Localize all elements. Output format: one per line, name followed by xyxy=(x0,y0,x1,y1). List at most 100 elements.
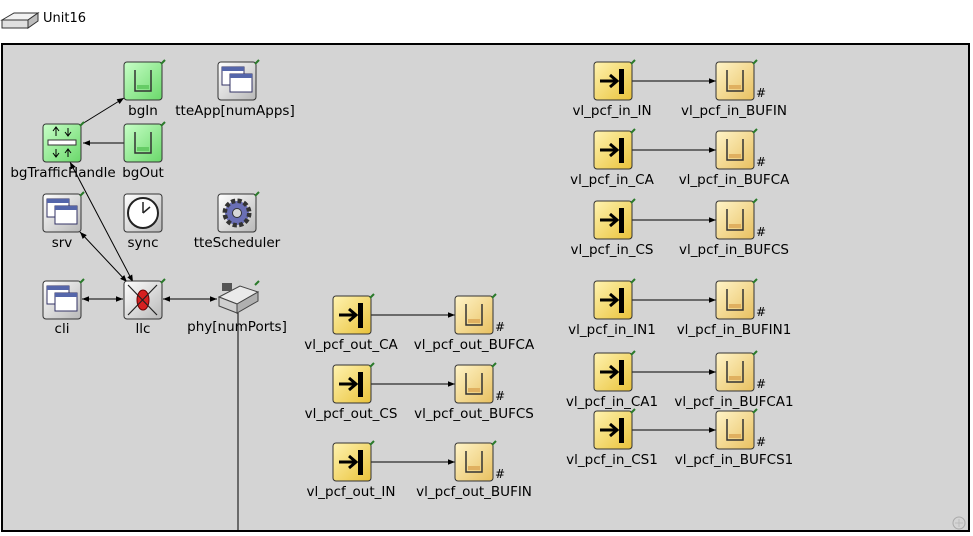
buffer-icon xyxy=(715,130,755,170)
vector-marker: # xyxy=(756,377,766,391)
node-vl_pcf_out_BUFIN[interactable]: # vl_pcf_out_BUFIN xyxy=(416,442,532,500)
gear-icon xyxy=(217,193,257,233)
node-label: vl_pcf_in_BUFCS1 xyxy=(675,452,794,468)
node-vl_pcf_in_CS[interactable]: vl_pcf_in_CS xyxy=(570,200,654,258)
node-label: llc xyxy=(136,321,151,337)
queue-icon xyxy=(123,123,163,163)
vector-marker: # xyxy=(495,467,505,481)
gate-arrow-icon xyxy=(593,200,633,240)
application-window-icon xyxy=(42,280,82,320)
node-vl_pcf_in_BUFCS1[interactable]: # vl_pcf_in_BUFCS1 xyxy=(675,410,794,468)
disk-drive-icon xyxy=(0,12,40,29)
node-label: vl_pcf_out_CA xyxy=(304,337,398,353)
node-label: vl_pcf_in_CA1 xyxy=(566,394,658,410)
node-label: sync xyxy=(127,235,158,251)
node-label: vl_pcf_out_BUFCS xyxy=(414,406,534,422)
vector-marker: # xyxy=(495,320,505,334)
node-phy[interactable]: phy[numPorts] xyxy=(187,283,287,335)
gate-arrow-icon xyxy=(593,61,633,101)
node-label: vl_pcf_in_IN xyxy=(572,103,651,119)
node-vl_pcf_in_BUFCS[interactable]: # vl_pcf_in_BUFCS xyxy=(679,200,789,258)
node-vl_pcf_in_BUFCA[interactable]: # vl_pcf_in_BUFCA xyxy=(679,130,790,188)
node-label: vl_pcf_out_CS xyxy=(305,406,398,422)
connections xyxy=(69,78,716,532)
node-vl_pcf_out_CA[interactable]: vl_pcf_out_CA xyxy=(304,295,399,353)
buffer-icon xyxy=(715,200,755,240)
node-llc[interactable]: llc xyxy=(123,280,163,337)
vector-marker: # xyxy=(495,389,505,403)
gate-arrow-icon xyxy=(332,442,372,482)
node-sync[interactable]: sync xyxy=(123,193,163,251)
gate-arrow-icon xyxy=(593,280,633,320)
traffic-handler-icon xyxy=(42,123,82,163)
window-title-bar: Unit16 xyxy=(0,0,973,40)
node-label: bgTrafficHandle xyxy=(10,165,115,181)
node-vl_pcf_in_CA1[interactable]: vl_pcf_in_CA1 xyxy=(566,352,658,410)
node-label: tteApp[numApps] xyxy=(175,103,294,119)
node-label: vl_pcf_in_CS xyxy=(570,242,653,258)
node-vl_pcf_out_CS[interactable]: vl_pcf_out_CS xyxy=(305,364,398,422)
buffer-icon xyxy=(715,410,755,450)
gate-arrow-icon xyxy=(332,364,372,404)
node-label: srv xyxy=(52,235,73,251)
node-tteApp[interactable]: tteApp[numApps] xyxy=(175,61,295,119)
node-vl_pcf_in_CS1[interactable]: vl_pcf_in_CS1 xyxy=(566,410,658,468)
node-label: vl_pcf_in_BUFIN xyxy=(681,103,787,119)
node-label: vl_pcf_out_BUFCA xyxy=(414,337,535,353)
node-label: vl_pcf_out_BUFIN xyxy=(416,484,532,500)
vector-marker: # xyxy=(756,305,766,319)
node-tteScheduler[interactable]: tteScheduler xyxy=(194,193,281,251)
node-label: vl_pcf_out_IN xyxy=(307,484,396,500)
buffer-icon xyxy=(454,442,494,482)
node-label: vl_pcf_in_BUFCA xyxy=(679,172,790,188)
node-bgOut[interactable]: bgOut xyxy=(122,123,164,181)
node-label: tteScheduler xyxy=(194,235,281,251)
application-window-icon xyxy=(42,193,82,233)
node-cli[interactable]: cli xyxy=(42,280,82,337)
node-vl_pcf_in_IN1[interactable]: vl_pcf_in_IN1 xyxy=(568,280,656,338)
gate-arrow-icon xyxy=(332,295,372,335)
gate-arrow-icon xyxy=(593,410,633,450)
network-port-icon xyxy=(217,283,260,314)
clock-icon xyxy=(123,193,163,233)
buffer-icon xyxy=(454,295,494,335)
edit-markers xyxy=(79,59,758,446)
node-vl_pcf_in_IN[interactable]: vl_pcf_in_IN xyxy=(572,61,652,119)
node-label: vl_pcf_in_IN1 xyxy=(568,322,656,338)
vector-marker: # xyxy=(756,435,766,449)
node-label: vl_pcf_in_BUFCS xyxy=(679,242,789,258)
node-vl_pcf_in_BUFIN1[interactable]: # vl_pcf_in_BUFIN1 xyxy=(677,280,792,338)
node-label: bgIn xyxy=(128,103,158,119)
vector-marker: # xyxy=(756,225,766,239)
buffer-icon xyxy=(715,280,755,320)
node-label: phy[numPorts] xyxy=(187,319,287,335)
node-vl_pcf_out_BUFCA[interactable]: # vl_pcf_out_BUFCA xyxy=(414,295,535,353)
node-vl_pcf_in_BUFIN[interactable]: # vl_pcf_in_BUFIN xyxy=(681,61,787,119)
buffer-icon xyxy=(454,364,494,404)
node-vl_pcf_in_CA[interactable]: vl_pcf_in_CA xyxy=(570,130,655,188)
gate-arrow-icon xyxy=(593,352,633,392)
node-label: vl_pcf_in_CS1 xyxy=(566,452,658,468)
connection xyxy=(79,231,128,283)
node-label: cli xyxy=(55,321,70,337)
node-srv[interactable]: srv xyxy=(42,193,82,251)
node-label: vl_pcf_in_CA xyxy=(570,172,654,188)
vector-marker: # xyxy=(756,86,766,100)
buffer-icon xyxy=(715,352,755,392)
gate-arrow-icon xyxy=(593,130,633,170)
node-vl_pcf_in_BUFCA1[interactable]: # vl_pcf_in_BUFCA1 xyxy=(674,352,794,410)
resize-grip-icon[interactable] xyxy=(952,516,966,530)
node-vl_pcf_out_BUFCS[interactable]: # vl_pcf_out_BUFCS xyxy=(414,364,534,422)
node-bgTrafficHandle[interactable]: bgTrafficHandle xyxy=(10,123,116,181)
connection xyxy=(81,97,125,125)
node-label: bgOut xyxy=(122,165,164,181)
node-label: vl_pcf_in_BUFCA1 xyxy=(674,394,793,410)
node-label: vl_pcf_in_BUFIN1 xyxy=(677,322,792,338)
window-title: Unit16 xyxy=(43,11,87,26)
vector-marker: # xyxy=(756,155,766,169)
buffer-icon xyxy=(715,61,755,101)
node-vl_pcf_out_IN[interactable]: vl_pcf_out_IN xyxy=(307,442,396,500)
queue-icon xyxy=(123,61,163,101)
node-bgIn[interactable]: bgIn xyxy=(123,61,163,119)
